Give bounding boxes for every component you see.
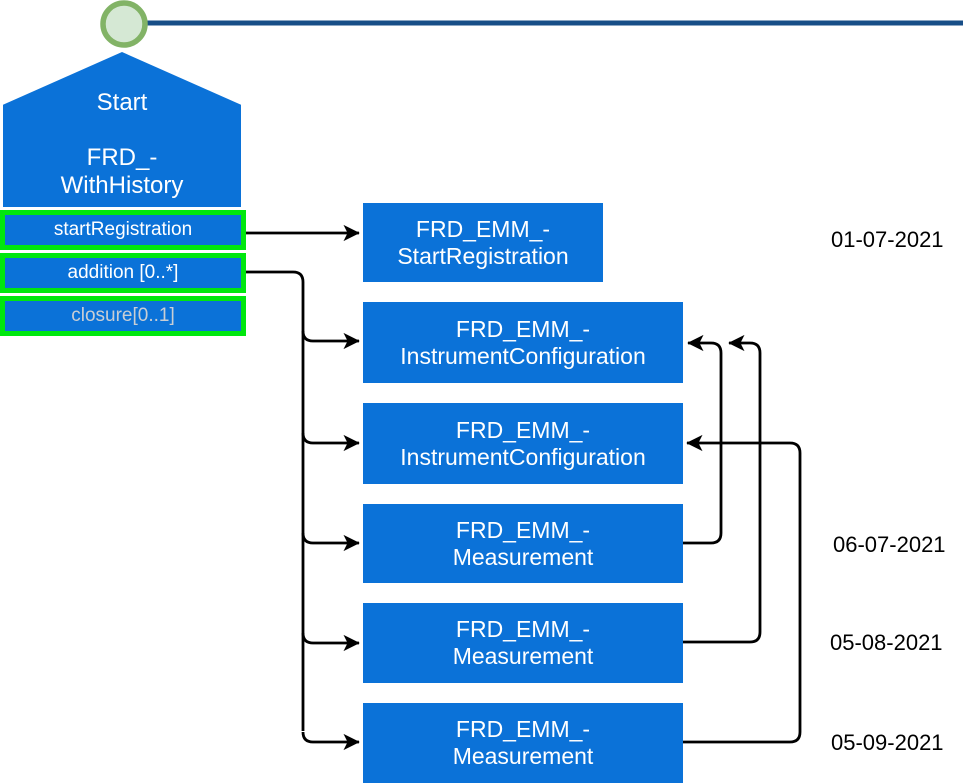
node-instrumentconfiguration-1-line2: InstrumentConfiguration: [400, 342, 646, 369]
node-measurement-2-line2: Measurement: [452, 643, 594, 669]
port-startregistration: startRegistration: [0, 210, 246, 250]
node-startregistration: FRD_EMM_- StartRegistration: [363, 203, 603, 282]
edge-measurement1-to-instrumentconfig1: [683, 334, 723, 545]
date-measurement-3: 05-09-2021: [831, 730, 944, 755]
node-measurement-3-line1: FRD_EMM_-: [455, 716, 591, 742]
node-instrumentconfiguration-1: FRD_EMM_- InstrumentConfiguration: [363, 302, 683, 383]
start-node-name-line2: WithHistory: [60, 172, 184, 199]
node-measurement-2-line1: FRD_EMM_-: [455, 616, 591, 642]
edge-addition-to-measurement3: [301, 731, 360, 751]
node-startregistration-line2: StartRegistration: [397, 242, 569, 269]
node-instrumentconfiguration-2-line2: InstrumentConfiguration: [400, 443, 646, 470]
node-measurement-1: FRD_EMM_- Measurement: [363, 504, 683, 583]
edge-addition-to-measurement1: [301, 532, 360, 552]
start-node: Start FRD_- WithHistory: [3, 52, 241, 207]
edge-addition-to-measurement2: [301, 632, 360, 652]
edge-addition-to-instrumentconfig2: [301, 432, 360, 452]
node-measurement-2: FRD_EMM_- Measurement: [363, 603, 683, 683]
port-addition: addition [0..*]: [0, 253, 246, 293]
start-node-title: Start: [96, 89, 148, 116]
node-instrumentconfiguration-1-line1: FRD_EMM_-: [455, 315, 591, 342]
port-closure: closure[0..1]: [0, 296, 246, 336]
node-measurement-3: FRD_EMM_- Measurement: [363, 703, 683, 783]
port-closure-label: closure[0..1]: [71, 305, 175, 326]
edge-addition-trunk: [245, 270, 305, 731]
node-measurement-3-line2: Measurement: [452, 743, 594, 769]
start-node-name-line1: FRD_-: [86, 144, 158, 171]
node-instrumentconfiguration-2: FRD_EMM_- InstrumentConfiguration: [363, 403, 683, 484]
port-addition-label: addition [0..*]: [67, 262, 179, 283]
date-startregistration: 01-07-2021: [831, 227, 944, 252]
port-startregistration-label: startRegistration: [53, 219, 193, 240]
edge-measurement2-to-instrumentconfig1: [683, 334, 762, 644]
node-startregistration-line1: FRD_EMM_-: [415, 215, 551, 242]
date-measurement-2: 05-08-2021: [830, 630, 943, 655]
date-measurement-1: 06-07-2021: [833, 532, 946, 557]
edge-addition-to-instrumentconfig1: [301, 330, 360, 350]
edge-measurement3-to-instrumentconfig2: [683, 434, 802, 744]
node-measurement-1-line1: FRD_EMM_-: [455, 516, 591, 543]
node-measurement-1-line2: Measurement: [452, 543, 594, 570]
timeline-start-circle: [100, 0, 148, 48]
node-instrumentconfiguration-2-line1: FRD_EMM_-: [455, 416, 591, 443]
